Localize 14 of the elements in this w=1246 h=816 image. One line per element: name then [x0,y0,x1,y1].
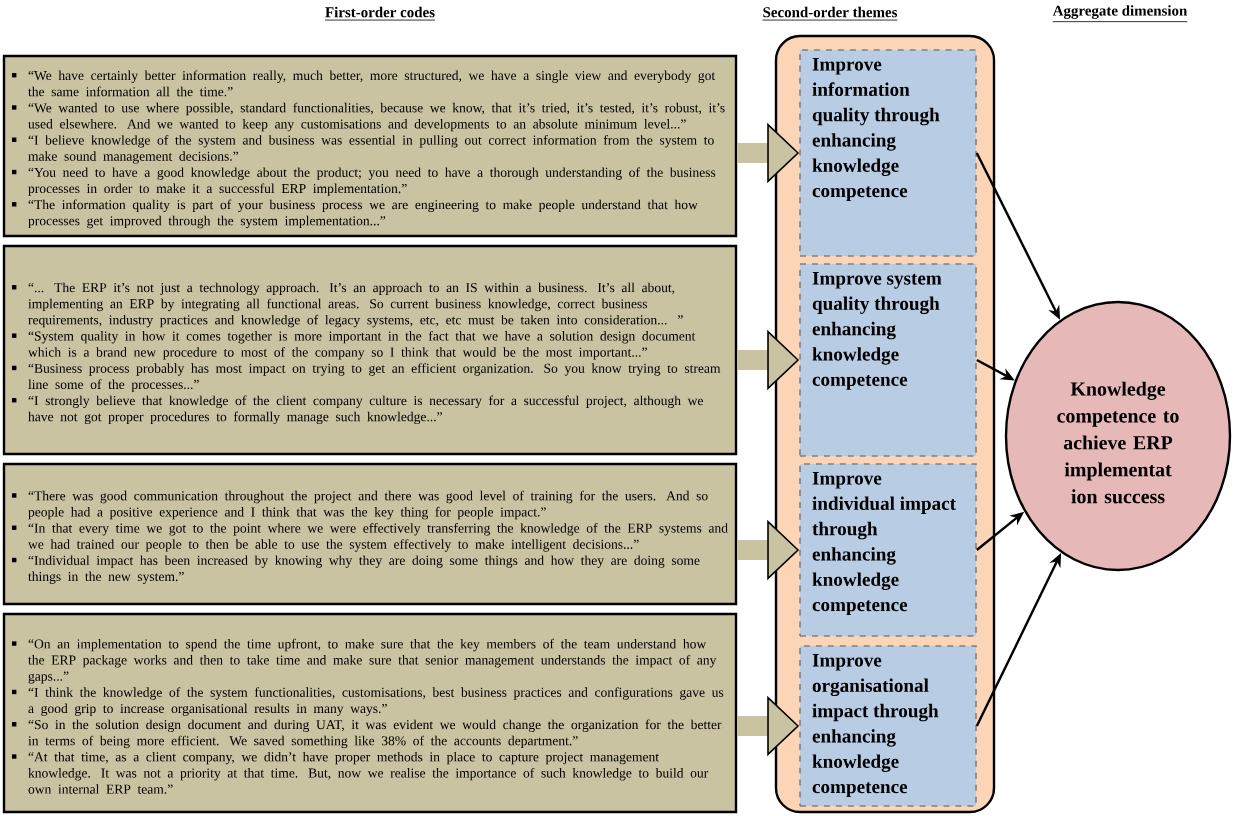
theme-box [799,645,977,807]
circle-text: Knowledge competence to achieve ERP implementat ion success [1057,381,1179,504]
dimension-circle [1004,300,1232,572]
theme-text: Improve system quality through enhancing knowledge competence [812,272,942,390]
theme-text: Improve organisational impact through enhancing knowledge competence [812,654,939,798]
quote-box [2,612,738,814]
theme-box [799,463,977,637]
theme-text: Improve information quality through enhancing knowledge competence [812,58,940,202]
quote-box [2,244,738,456]
quote-box [2,462,738,606]
theme-box [799,263,977,457]
theme-text: Improve individual impact through enhancing knowledge competence [812,472,956,616]
theme-box [799,49,977,257]
quote-box [2,54,738,238]
